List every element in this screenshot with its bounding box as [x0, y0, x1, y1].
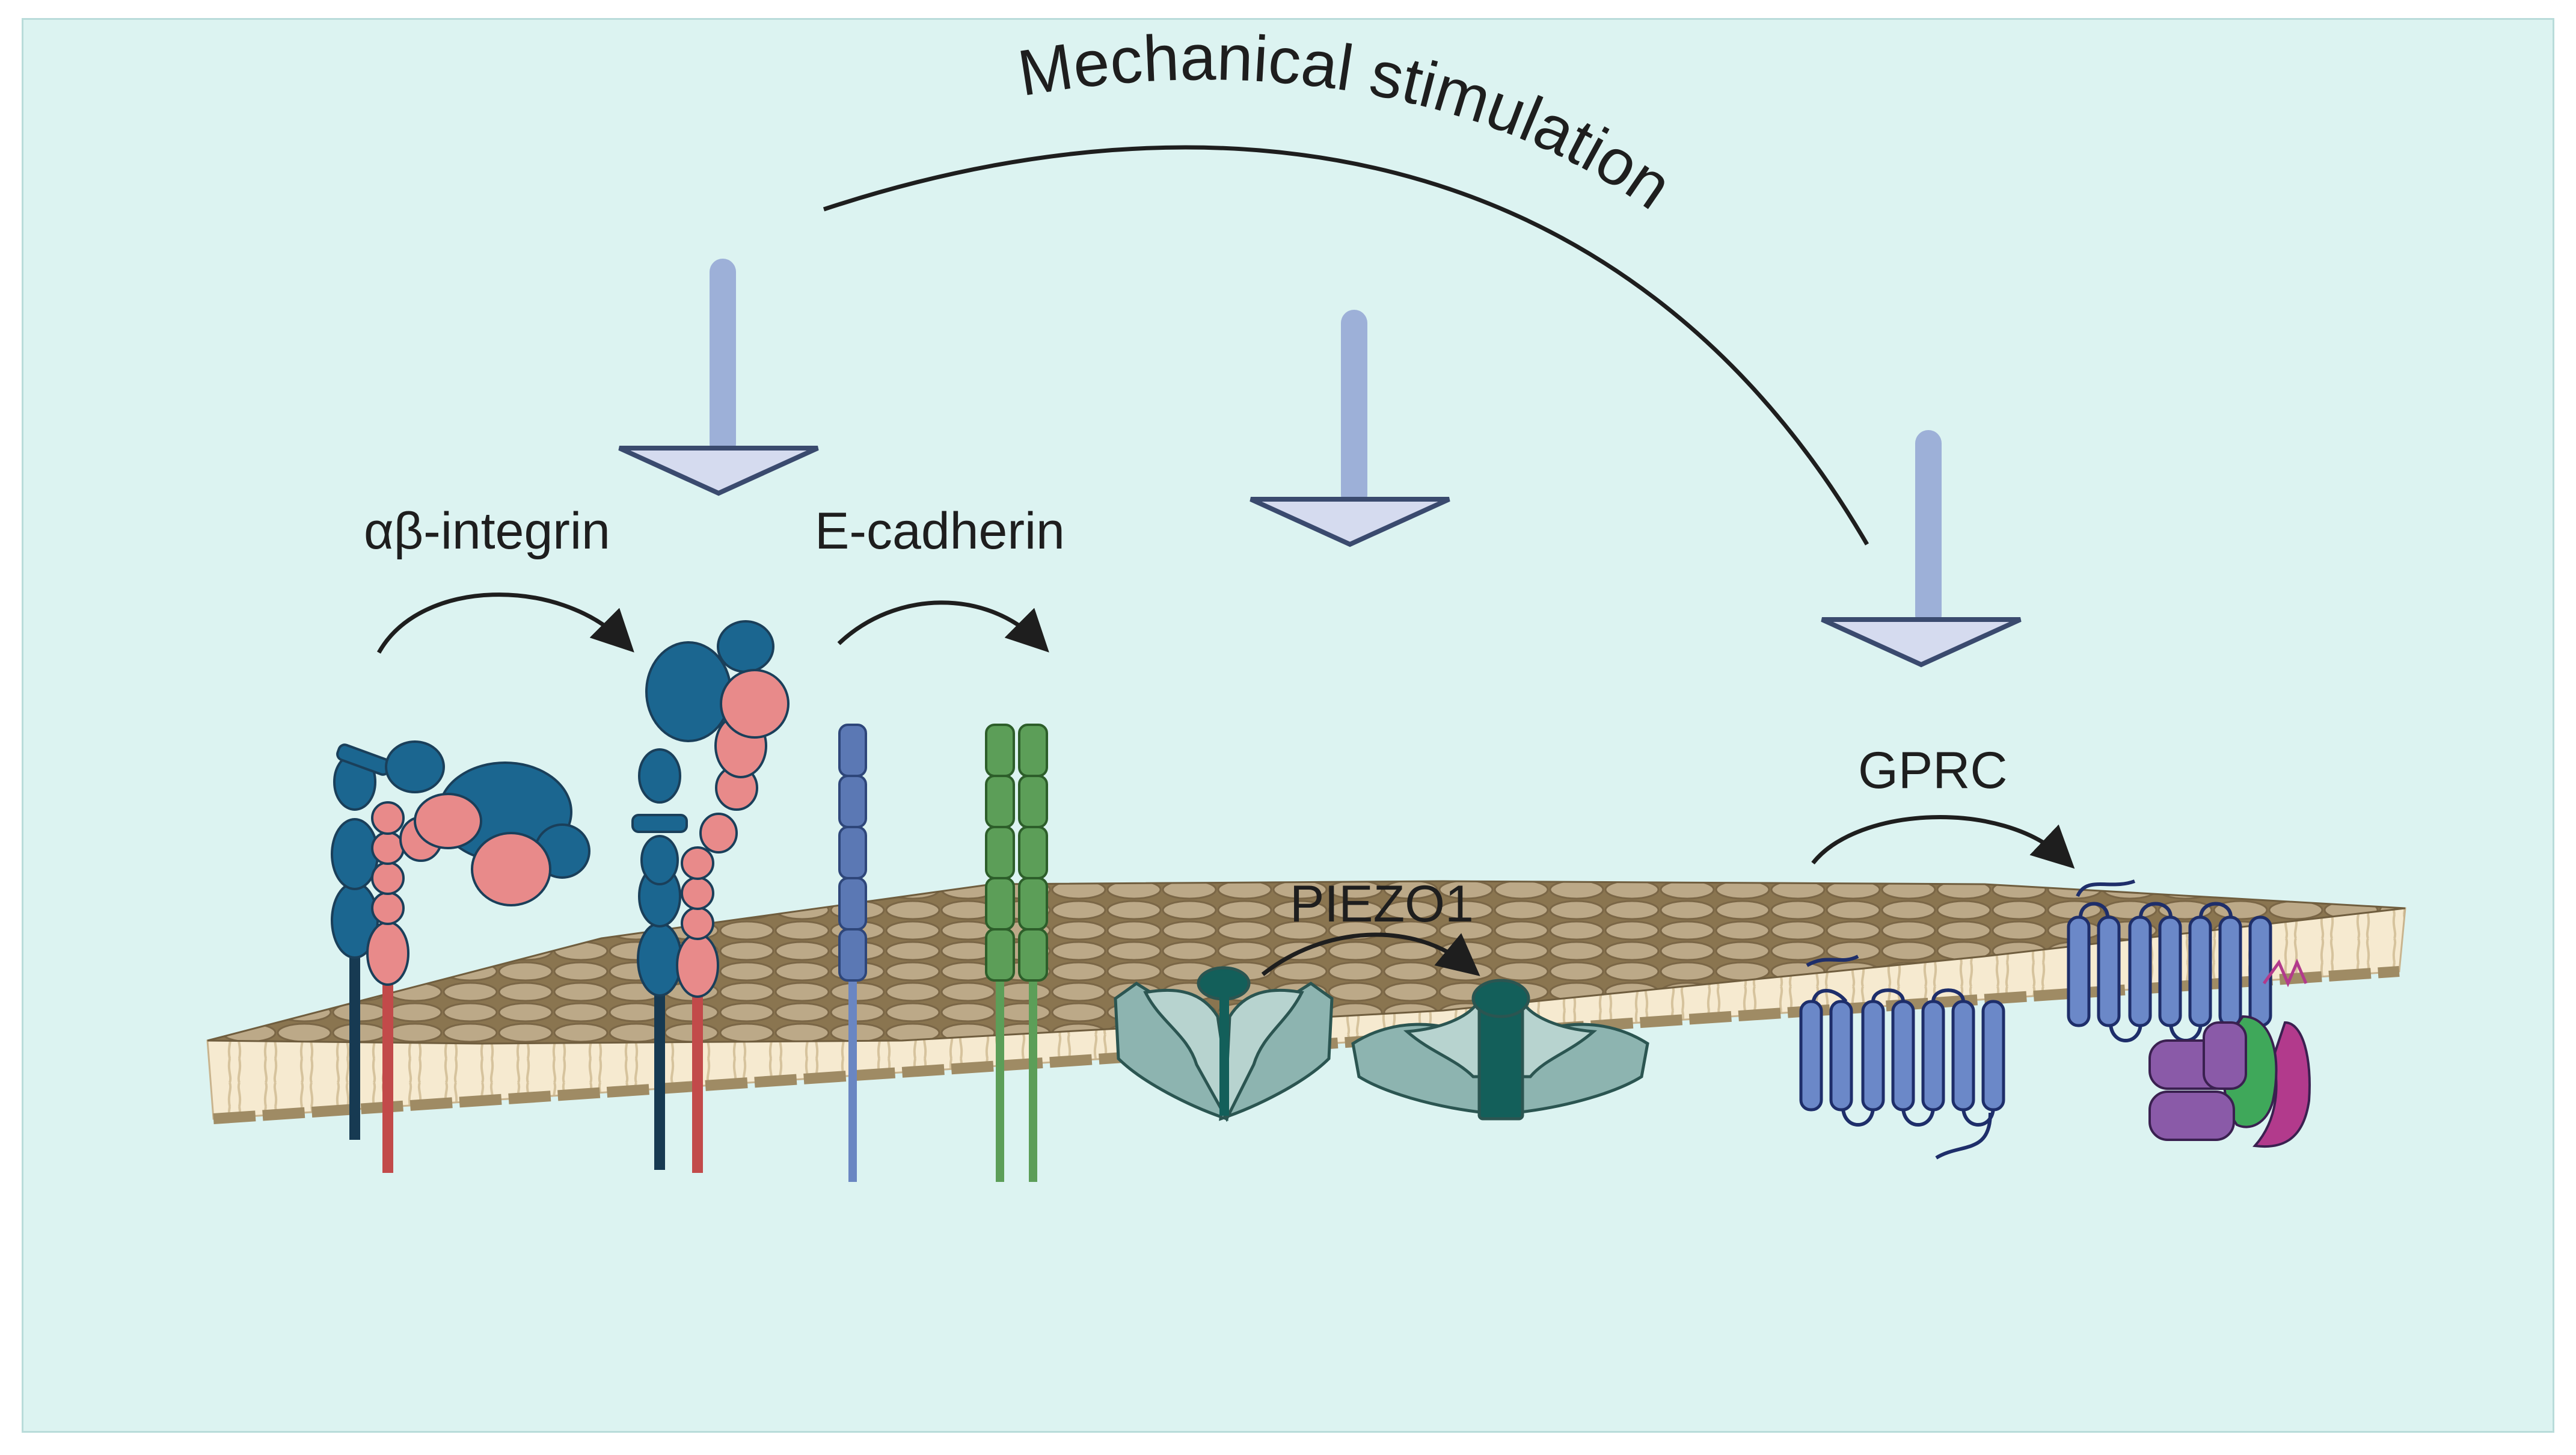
g-protein-complex — [2148, 958, 2311, 1148]
force-arrow-right — [1821, 430, 2022, 668]
integrin-extended-conformation — [631, 620, 790, 1173]
piezo1-closed — [1114, 966, 1334, 1122]
cadherin-dimer — [985, 724, 1048, 1182]
gprc-active — [2067, 879, 2272, 1042]
cadherin-transition-arrow — [837, 600, 1049, 653]
gprc-inactive — [1799, 955, 2005, 1160]
integrin-bent-conformation — [331, 740, 590, 1173]
stimulation-arc — [823, 145, 1869, 546]
piezo-label: PIEZO1 — [1290, 875, 1474, 933]
cadherin-monomer — [838, 724, 867, 1182]
integrin-label: αβ-integrin — [364, 502, 610, 560]
piezo1-open — [1351, 979, 1649, 1121]
diagram-title: Mechanical stimulation — [1013, 20, 1685, 223]
force-arrow-center — [1250, 310, 1450, 547]
integrin-transition-arrow — [376, 592, 634, 654]
diagram-background — [22, 18, 2554, 1433]
gprc-transition-arrow — [1811, 815, 2075, 869]
cadherin-label: E-cadherin — [815, 502, 1065, 560]
piezo-transition-arrow — [1261, 932, 1480, 976]
gprc-label: GPRC — [1858, 742, 2007, 799]
force-arrow-left — [618, 259, 819, 496]
